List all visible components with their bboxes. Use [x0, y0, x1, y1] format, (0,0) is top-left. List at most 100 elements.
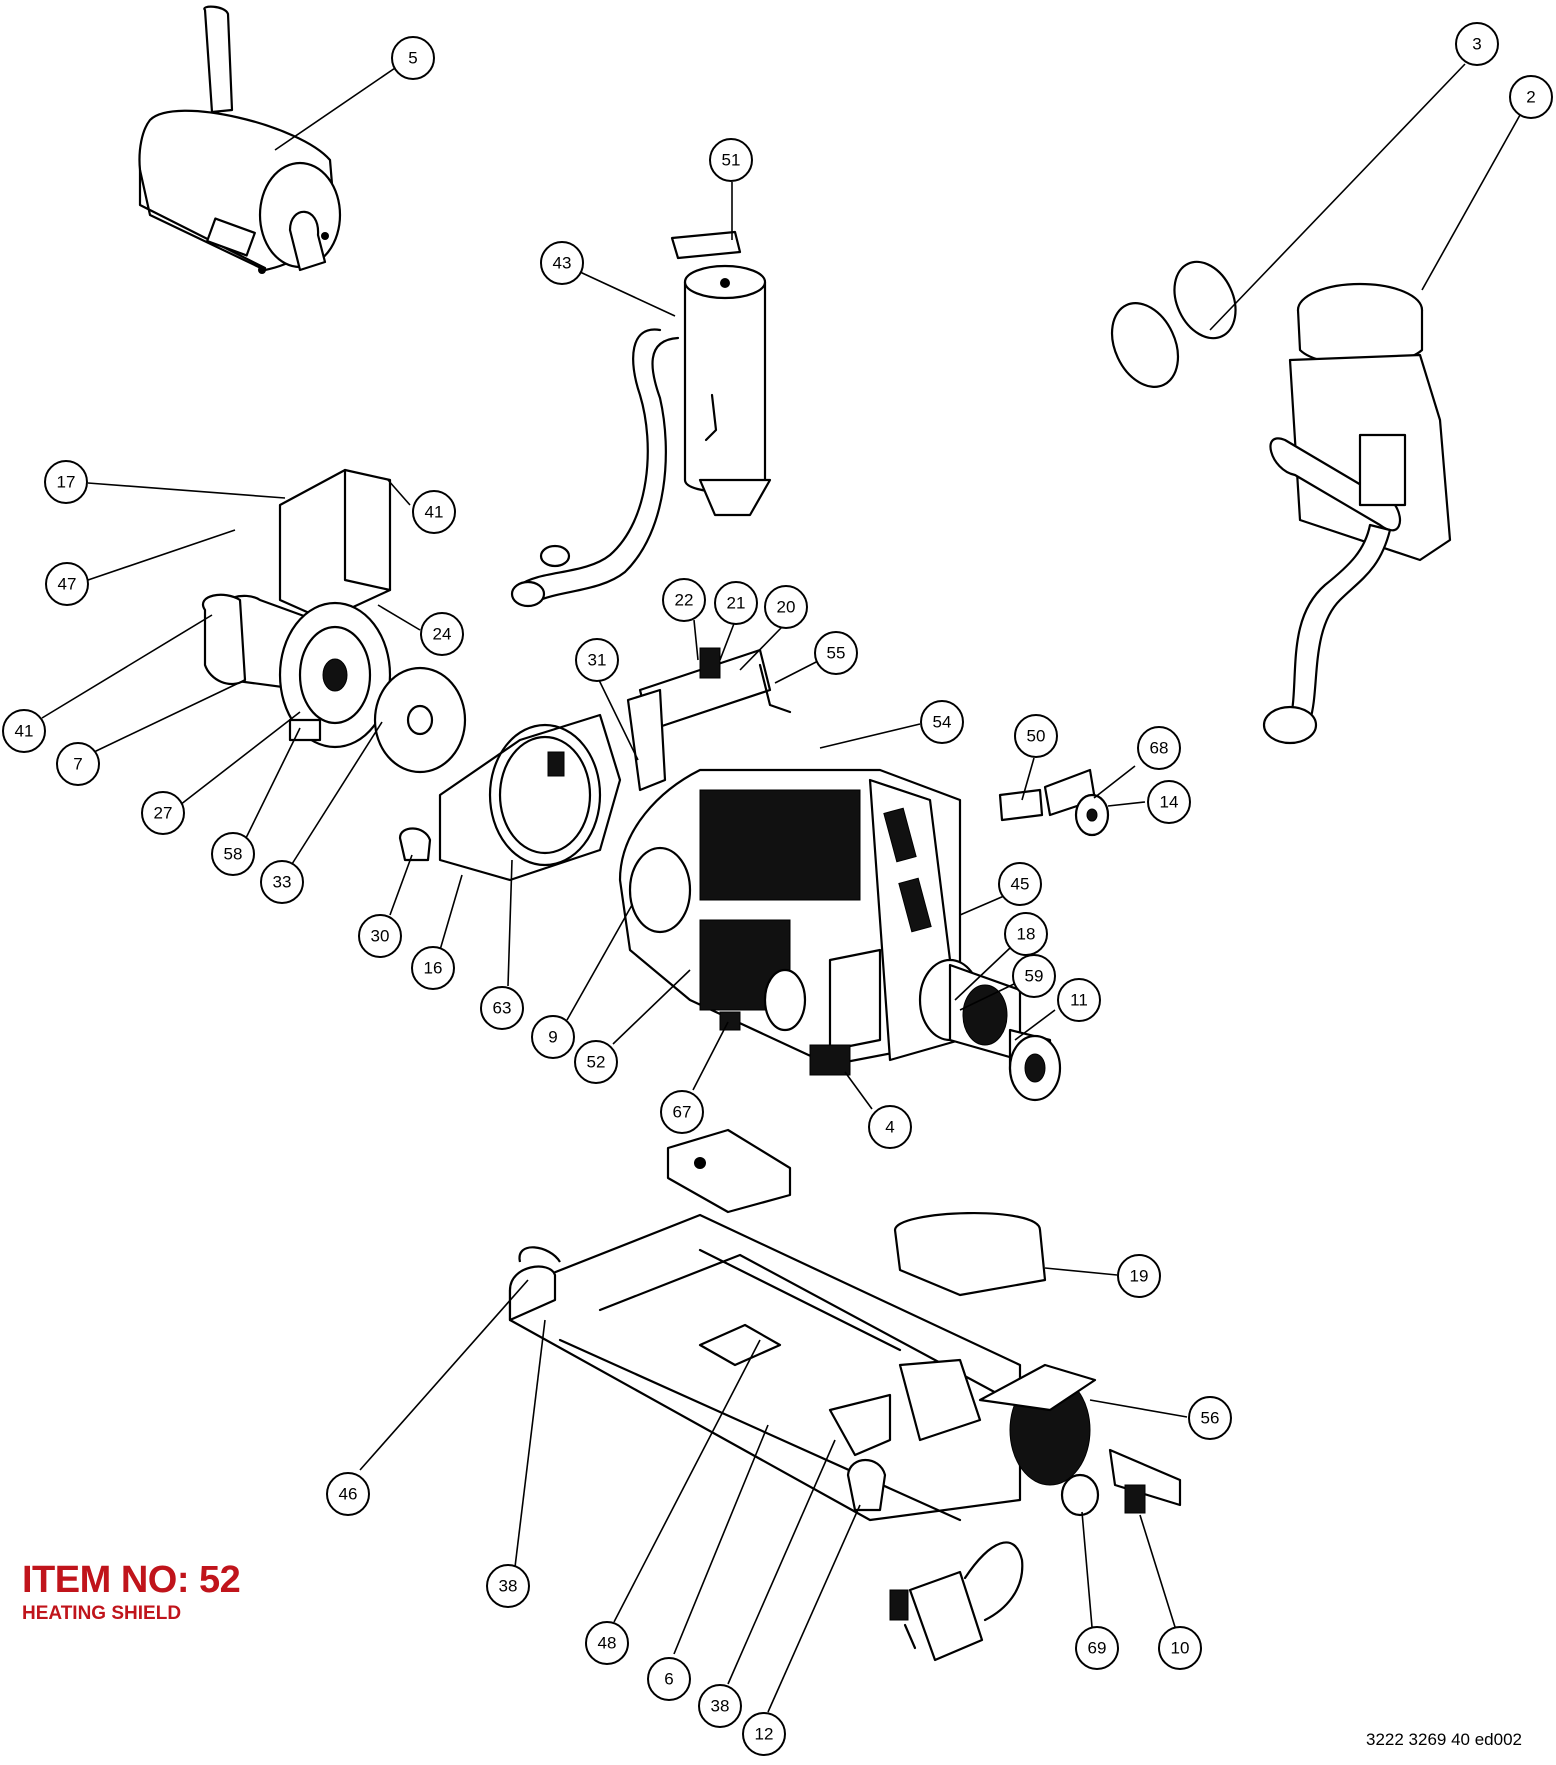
svg-text:9: 9: [548, 1028, 557, 1047]
callout-67: 67: [660, 1090, 704, 1134]
callout-11: 11: [1057, 978, 1101, 1022]
callout-41-top: 41: [412, 490, 456, 534]
svg-text:21: 21: [727, 594, 746, 613]
part-connector-box: [889, 1541, 1024, 1662]
callout-16: 16: [411, 946, 455, 990]
callout-54: 54: [920, 700, 964, 744]
callout-69: 69: [1075, 1626, 1119, 1670]
callout-30: 30: [358, 914, 402, 958]
svg-text:63: 63: [493, 999, 512, 1018]
callout-2: 2: [1509, 75, 1553, 119]
svg-text:17: 17: [57, 473, 76, 492]
svg-text:14: 14: [1160, 793, 1179, 812]
part-small-motor: [998, 768, 1110, 837]
callout-3: 3: [1455, 22, 1499, 66]
callout-19: 19: [1117, 1254, 1161, 1298]
svg-text:38: 38: [711, 1697, 730, 1716]
svg-text:58: 58: [224, 845, 243, 864]
svg-text:27: 27: [154, 804, 173, 823]
callout-59: 59: [1012, 954, 1056, 998]
part-chassis-frame: [508, 1128, 1182, 1522]
callout-55: 55: [814, 631, 858, 675]
svg-text:51: 51: [722, 151, 741, 170]
callout-12: 12: [742, 1712, 786, 1756]
svg-text:43: 43: [553, 254, 572, 273]
callout-17: 17: [44, 460, 88, 504]
callout-51: 51: [709, 138, 753, 182]
svg-text:5: 5: [408, 49, 417, 68]
callout-24: 24: [420, 612, 464, 656]
part-silencer: [138, 5, 342, 274]
svg-text:19: 19: [1130, 1267, 1149, 1286]
callout-5: 5: [391, 36, 435, 80]
callout-6: 6: [647, 1657, 691, 1701]
callout-43: 43: [540, 241, 584, 285]
svg-text:18: 18: [1017, 925, 1036, 944]
callout-56: 56: [1188, 1396, 1232, 1440]
svg-text:47: 47: [58, 575, 77, 594]
item-number-label: ITEM NO: 52: [22, 1559, 241, 1601]
callout-33: 33: [260, 860, 304, 904]
callout-45: 45: [998, 862, 1042, 906]
item-name-label: HEATING SHIELD: [22, 1603, 182, 1624]
callout-52: 52: [574, 1040, 618, 1084]
svg-text:69: 69: [1088, 1639, 1107, 1658]
part-engine: [618, 768, 962, 1076]
svg-text:30: 30: [371, 927, 390, 946]
svg-text:59: 59: [1025, 967, 1044, 986]
callout-9: 9: [531, 1015, 575, 1059]
callout-4: 4: [868, 1105, 912, 1149]
svg-text:56: 56: [1201, 1409, 1220, 1428]
callout-48: 48: [585, 1621, 629, 1665]
part-air-filter: [1110, 260, 1452, 745]
document-id: 3222 3269 40 ed002: [1366, 1730, 1522, 1749]
svg-text:45: 45: [1011, 875, 1030, 894]
callout-14: 14: [1147, 780, 1191, 824]
svg-text:24: 24: [433, 625, 452, 644]
svg-text:12: 12: [755, 1725, 774, 1744]
svg-text:2: 2: [1526, 88, 1535, 107]
part-flywheel-group: [201, 468, 467, 774]
svg-text:52: 52: [587, 1053, 606, 1072]
svg-text:10: 10: [1171, 1639, 1190, 1658]
callout-7: 7: [56, 742, 100, 786]
part-top-bracket: [626, 647, 792, 792]
callout-50: 50: [1014, 714, 1058, 758]
svg-text:33: 33: [273, 873, 292, 892]
leader-lines: [41, 63, 1521, 1713]
part-canister-hose: [510, 230, 772, 608]
callout-balloons: 5 51 43 3 2 17 41 47 24 22 21 20 55 31 5…: [2, 22, 1553, 1756]
callout-63: 63: [480, 986, 524, 1030]
callout-47: 47: [45, 562, 89, 606]
svg-text:3: 3: [1472, 35, 1481, 54]
callout-27: 27: [141, 791, 185, 835]
callout-20: 20: [764, 585, 808, 629]
svg-text:11: 11: [1070, 991, 1088, 1010]
callout-58: 58: [211, 832, 255, 876]
svg-text:41: 41: [425, 503, 444, 522]
callout-41-left: 41: [2, 709, 46, 753]
callout-46: 46: [326, 1472, 370, 1516]
callout-31: 31: [575, 638, 619, 682]
callout-21: 21: [714, 581, 758, 625]
part-bell-housing: [398, 713, 622, 882]
callout-68: 68: [1137, 726, 1181, 770]
callout-10: 10: [1158, 1626, 1202, 1670]
svg-text:38: 38: [499, 1577, 518, 1596]
svg-text:48: 48: [598, 1634, 617, 1653]
callout-22: 22: [662, 578, 706, 622]
svg-text:20: 20: [777, 598, 796, 617]
svg-text:16: 16: [424, 959, 443, 978]
svg-text:68: 68: [1150, 739, 1169, 758]
svg-text:50: 50: [1027, 727, 1046, 746]
svg-text:67: 67: [673, 1103, 692, 1122]
callout-18: 18: [1004, 912, 1048, 956]
callout-38-bottom: 38: [698, 1684, 742, 1728]
svg-text:4: 4: [885, 1118, 894, 1137]
svg-text:41: 41: [15, 722, 34, 741]
svg-text:7: 7: [73, 755, 82, 774]
svg-text:31: 31: [588, 651, 607, 670]
svg-text:22: 22: [675, 591, 694, 610]
callout-38-left: 38: [486, 1564, 530, 1608]
